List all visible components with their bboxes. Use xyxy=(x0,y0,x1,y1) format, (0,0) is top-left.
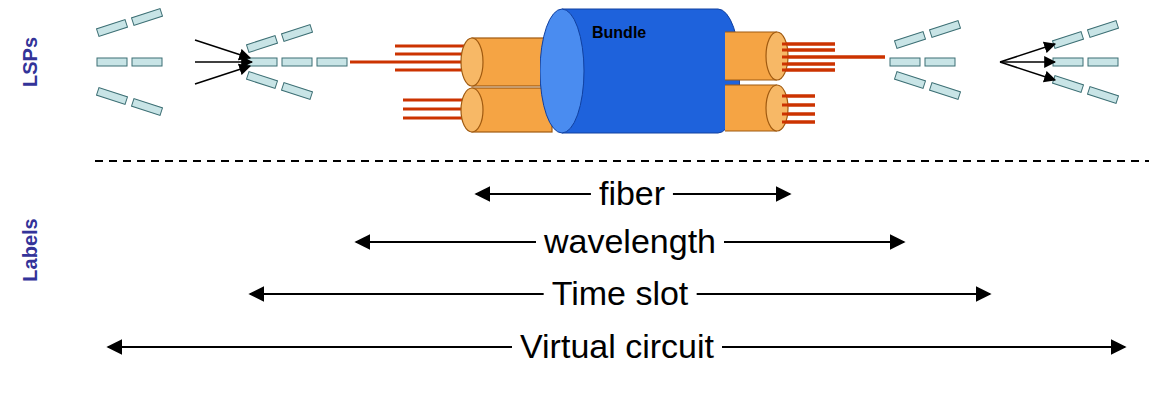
span-label: Time slot xyxy=(544,275,697,312)
span-arrows xyxy=(108,194,1125,347)
packet xyxy=(1053,58,1083,66)
packet xyxy=(281,83,312,100)
packet xyxy=(281,25,312,42)
packet xyxy=(246,36,277,53)
packet xyxy=(1088,58,1118,66)
packet xyxy=(1052,76,1083,93)
packet xyxy=(132,58,162,66)
packet xyxy=(929,21,960,38)
span-label: wavelength xyxy=(536,223,724,260)
packet xyxy=(894,72,925,89)
packet xyxy=(929,83,960,100)
row-heading: Labels xyxy=(19,218,42,281)
packet xyxy=(925,58,955,66)
packet xyxy=(131,9,162,26)
packet xyxy=(246,72,277,89)
packet xyxy=(317,58,347,66)
span-label: Virtual circuit xyxy=(512,328,722,365)
packet xyxy=(1052,32,1083,49)
packet xyxy=(890,58,920,66)
packet xyxy=(894,32,925,49)
span-label: fiber xyxy=(591,175,673,212)
packet xyxy=(97,58,127,66)
packet xyxy=(96,20,127,37)
packet xyxy=(131,99,162,116)
packet xyxy=(1087,21,1118,38)
bundle-cylinder: Bundle xyxy=(540,8,740,134)
packet xyxy=(282,58,312,66)
packet xyxy=(96,88,127,105)
row-heading: LSPs xyxy=(19,37,42,87)
divider-line xyxy=(95,160,1149,162)
fiber-tubes xyxy=(461,38,552,132)
node-text: Bundle xyxy=(592,24,740,42)
packet xyxy=(1087,87,1118,104)
